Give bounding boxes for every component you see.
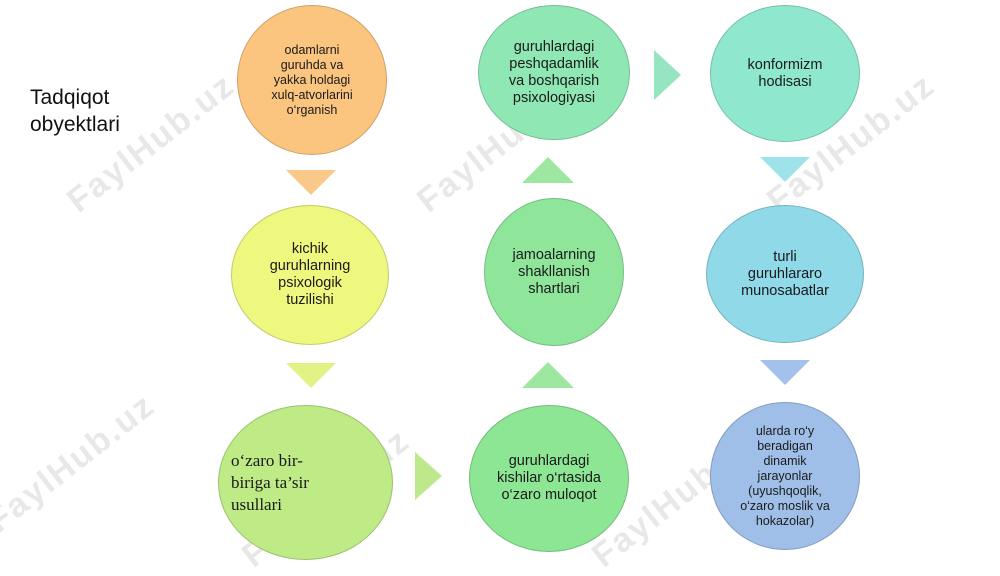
node-dynamic-processes: ularda ro‘y beradigan dinamik jarayonlar… xyxy=(710,402,860,550)
node-intergroup-relations: turli guruhlararo munosabatlar xyxy=(706,205,864,343)
arrow-down-icon xyxy=(286,170,336,195)
arrow-right-icon xyxy=(415,452,442,500)
node-leadership: guruhlardagi peshqadamlik va boshqarish … xyxy=(478,5,630,140)
arrow-down-icon xyxy=(286,363,336,388)
arrow-up-icon xyxy=(522,362,574,388)
page-title: Tadqiqot obyektlari xyxy=(30,86,120,136)
node-influence-methods: o‘zaro bir- biriga ta’sir usullari xyxy=(218,405,393,560)
node-group-structure: kichik guruhlarning psixologik tuzilishi xyxy=(231,205,389,345)
arrow-down-icon xyxy=(760,360,810,385)
arrow-up-icon xyxy=(522,157,574,183)
node-communication: guruhlardagi kishilar o‘rtasida o‘zaro m… xyxy=(469,405,629,552)
flow-arrows xyxy=(286,50,810,500)
node-collective-conditions: jamoalarning shakllanish shartlari xyxy=(484,198,624,346)
arrow-right-icon xyxy=(654,50,681,100)
node-conformism: konformizm hodisasi xyxy=(710,5,860,142)
node-individual-behavior: odamlarni guruhda va yakka holdagi xulq-… xyxy=(237,5,387,155)
arrow-down-icon xyxy=(760,157,810,182)
